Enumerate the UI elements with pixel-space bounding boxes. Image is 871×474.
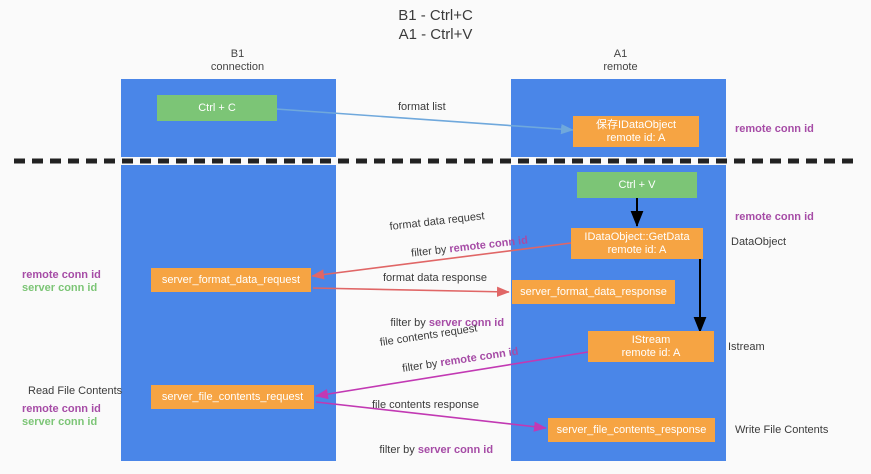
annotation-right-remote-conn-id-mid: remote conn id: [735, 211, 814, 223]
filter-value-remote-conn-id: remote conn id: [448, 234, 529, 256]
annotation-left-remote-conn-id-mid: remote conn id: [22, 269, 101, 281]
node-ctrl-c[interactable]: Ctrl + C: [157, 95, 277, 121]
node-istream[interactable]: IStream remote id: A: [588, 331, 714, 362]
annotation-left-remote-conn-id-bot: remote conn id: [22, 403, 101, 415]
annotation-dataobject: DataObject: [731, 236, 787, 248]
annotation-write-file-contents: Write File Contents: [735, 424, 829, 436]
label-group-file-contents-response: file contents response filter by server …: [372, 399, 493, 474]
node-save-idataobject[interactable]: 保存IDataObject remote id: A: [573, 116, 699, 147]
node-server-format-data-response[interactable]: server_format_data_response: [512, 280, 675, 304]
filter-value-server-conn-id: server conn id: [428, 317, 505, 329]
page-title: B1 - Ctrl+C A1 - Ctrl+V: [398, 7, 473, 43]
label-group-format-data-request: format data request filter by remote con…: [389, 206, 530, 279]
label-format-data-response-filter: filter by server conn id: [372, 299, 504, 347]
filter-prefix: filter by: [390, 317, 429, 329]
filter-prefix: filter by: [379, 444, 418, 456]
annotation-left-server-conn-id-bot: server conn id: [22, 416, 98, 428]
label-file-contents-response-filter: filter by server conn id: [361, 426, 493, 474]
lane-header-b1: B1 connection: [210, 48, 265, 73]
filter-value-remote-conn-id: remote conn id: [439, 345, 520, 370]
label-group-format-data-response: format data response filter by server co…: [383, 272, 504, 347]
label-format-data-response: format data response: [383, 272, 487, 284]
label-file-contents-response: file contents response: [372, 399, 480, 411]
node-server-file-contents-response[interactable]: server_file_contents_response: [548, 418, 715, 442]
node-server-format-data-request[interactable]: server_format_data_request: [151, 268, 311, 292]
lane-a1-lower: [511, 165, 726, 461]
lane-header-a1: A1 remote: [603, 48, 638, 73]
label-format-list: format list: [398, 101, 446, 113]
filter-prefix: filter by: [410, 243, 451, 260]
filter-prefix: filter by: [401, 357, 442, 375]
annotation-right-remote-conn-id-top: remote conn id: [735, 123, 814, 135]
node-server-file-contents-request[interactable]: server_file_contents_request: [151, 385, 314, 409]
annotation-read-file-contents: Read File Contents: [28, 385, 123, 397]
node-getdata[interactable]: IDataObject::GetData remote id: A: [571, 228, 703, 259]
node-ctrl-v[interactable]: Ctrl + V: [577, 172, 697, 198]
annotation-left-server-conn-id-mid: server conn id: [22, 282, 98, 294]
annotation-istream: Istream: [728, 341, 765, 353]
filter-value-server-conn-id: server conn id: [417, 444, 494, 456]
lane-b1-lower: [121, 165, 336, 461]
